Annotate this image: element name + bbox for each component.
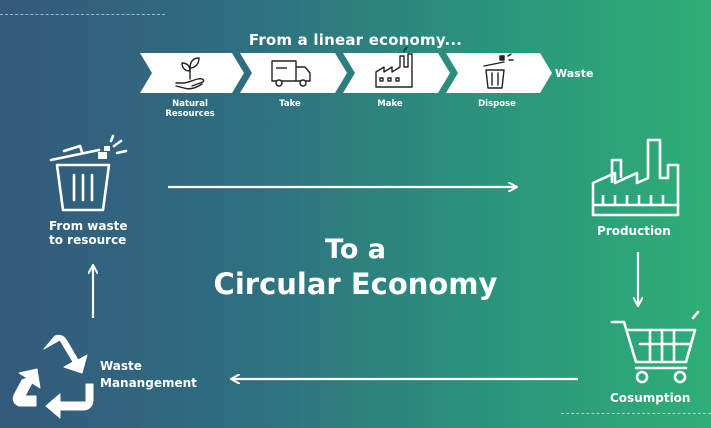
chevron-make	[343, 53, 450, 93]
waste-end-label: Waste	[555, 67, 594, 80]
recycle-icon	[12, 334, 94, 419]
circular-economy-title: To a Circular Economy	[0, 233, 711, 301]
node-label-consumption: Cosumption	[610, 391, 691, 405]
factory-icon	[591, 138, 680, 217]
node-label-from-waste: From waste to resource	[49, 219, 128, 247]
chevron-natural-resources	[140, 53, 244, 93]
bottom-dashed-divider	[561, 413, 711, 414]
trash-bin-icon	[49, 134, 128, 212]
top-dashed-divider	[0, 14, 165, 15]
step-label-take: Take	[279, 99, 301, 109]
title-line-2: Circular Economy	[213, 267, 498, 301]
step-label-dispose: Dispose	[478, 99, 516, 109]
title-line-1: To a	[324, 234, 386, 265]
plant-hand-icon	[175, 57, 205, 90]
step-label-natural-resources: Natural Resources	[165, 99, 215, 119]
node-label-production: Production	[597, 224, 671, 238]
step-label-make: Make	[377, 99, 403, 109]
linear-economy-title: From a linear economy...	[248, 31, 463, 49]
delivery-truck-icon	[271, 60, 311, 87]
shopping-cart-icon	[610, 310, 700, 384]
trash-bin-small-icon	[483, 53, 514, 89]
chevron-dispose	[446, 53, 552, 93]
factory-small-icon	[375, 46, 413, 88]
chevron-take	[240, 53, 347, 93]
node-label-waste-management: Waste Manangement	[100, 359, 197, 390]
